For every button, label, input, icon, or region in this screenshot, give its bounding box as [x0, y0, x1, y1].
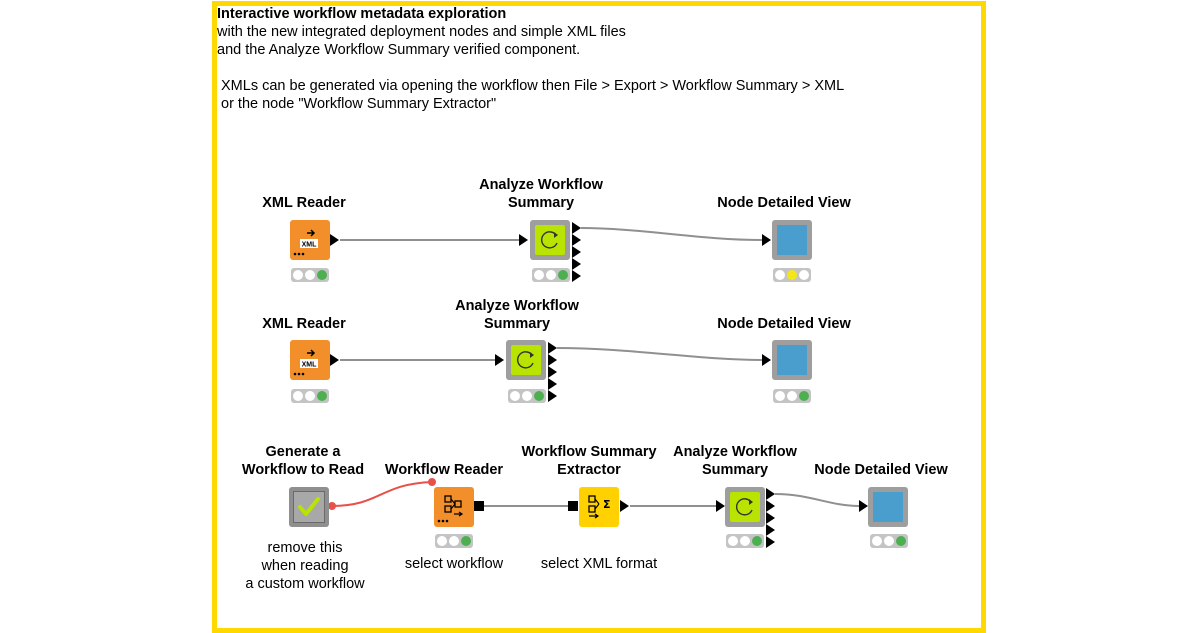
node-label-xml-reader: XML Reader [262, 316, 346, 332]
svg-text:Σ: Σ [603, 498, 611, 511]
view-square-icon [777, 225, 807, 255]
input-port [859, 500, 868, 512]
generate-workflow-metanode[interactable] [289, 487, 329, 527]
node-status-indicator [773, 268, 811, 282]
connection-wire [556, 347, 763, 361]
node-label-workflow-reader: Workflow Reader [384, 462, 504, 478]
flow-variable-port [428, 478, 436, 486]
output-port [766, 512, 775, 524]
connection-wire [580, 227, 763, 241]
xml-reader-node[interactable]: XML [290, 340, 330, 380]
annotation-line: or the node "Workflow Summary Extractor" [221, 96, 497, 112]
view-square-icon [777, 345, 807, 375]
component-inner [535, 225, 565, 255]
node-status-indicator [870, 534, 908, 548]
refresh-icon [541, 231, 558, 249]
xml-reader-node[interactable]: XML [290, 220, 330, 260]
output-port [474, 501, 484, 511]
node-label-node-detailed-view: Node Detailed View [717, 316, 851, 332]
svg-text:XML: XML [302, 362, 318, 369]
node-detailed-view-node[interactable] [772, 340, 812, 380]
output-port [572, 246, 581, 258]
output-port [548, 354, 557, 366]
output-port [766, 524, 775, 536]
input-port [716, 500, 725, 512]
node-status-indicator [291, 389, 329, 403]
node-status-indicator [726, 534, 764, 548]
output-port [572, 222, 581, 234]
node-label-node-detailed-view: Node Detailed View [814, 462, 948, 478]
component-inner [511, 345, 541, 375]
analyze-workflow-summary-component[interactable] [506, 340, 546, 380]
checkmark-icon [298, 497, 320, 516]
output-port [548, 390, 557, 402]
output-port [548, 342, 557, 354]
node-comment-extractor: select XML format [540, 556, 658, 572]
node-status-indicator [532, 268, 570, 282]
output-port [572, 234, 581, 246]
annotation-line: with the new integrated deployment nodes… [217, 24, 626, 40]
output-port [330, 234, 339, 246]
output-port [620, 500, 629, 512]
workflow-annotation[interactable] [212, 1, 986, 633]
node-status-indicator [435, 534, 473, 548]
workflow-summary-extractor-node[interactable]: Σ [579, 487, 619, 527]
output-port [548, 366, 557, 378]
xml-reader-icon: XML [293, 229, 318, 256]
workflow-reader-node[interactable] [434, 487, 474, 527]
annotation-line: XMLs can be generated via opening the wo… [221, 78, 845, 94]
refresh-icon [517, 351, 534, 369]
node-detailed-view-node[interactable] [772, 220, 812, 260]
output-port [330, 354, 339, 366]
svg-text:XML: XML [302, 242, 318, 249]
output-port [572, 258, 581, 270]
flow-variable-port [328, 502, 336, 510]
node-detailed-view-node[interactable] [868, 487, 908, 527]
xml-reader-icon: XML [293, 349, 318, 376]
node-status-indicator [773, 389, 811, 403]
node-label-node-detailed-view: Node Detailed View [717, 195, 851, 211]
output-port [766, 500, 775, 512]
input-port [519, 234, 528, 246]
output-port [548, 378, 557, 390]
node-comment-workflow-reader: select workflow [404, 556, 504, 572]
analyze-workflow-summary-component[interactable] [530, 220, 570, 260]
output-port [766, 488, 775, 500]
view-square-icon [873, 492, 903, 522]
input-port [762, 354, 771, 366]
output-port [572, 270, 581, 282]
node-status-indicator [291, 268, 329, 282]
annotation-title: Interactive workflow metadata exploratio… [217, 6, 507, 22]
refresh-icon [736, 498, 753, 516]
annotation-line: and the Analyze Workflow Summary verifie… [217, 42, 581, 58]
input-port [568, 501, 578, 511]
output-port [766, 536, 775, 548]
component-inner [730, 492, 760, 522]
analyze-workflow-summary-component[interactable] [725, 487, 765, 527]
flow-variable-connection [331, 481, 433, 507]
input-port [762, 234, 771, 246]
workflow-icon [437, 495, 464, 523]
input-port [495, 354, 504, 366]
node-status-indicator [508, 389, 546, 403]
connection-wire [774, 493, 860, 507]
summary-icon: Σ [588, 495, 611, 519]
node-label-xml-reader: XML Reader [262, 195, 346, 211]
